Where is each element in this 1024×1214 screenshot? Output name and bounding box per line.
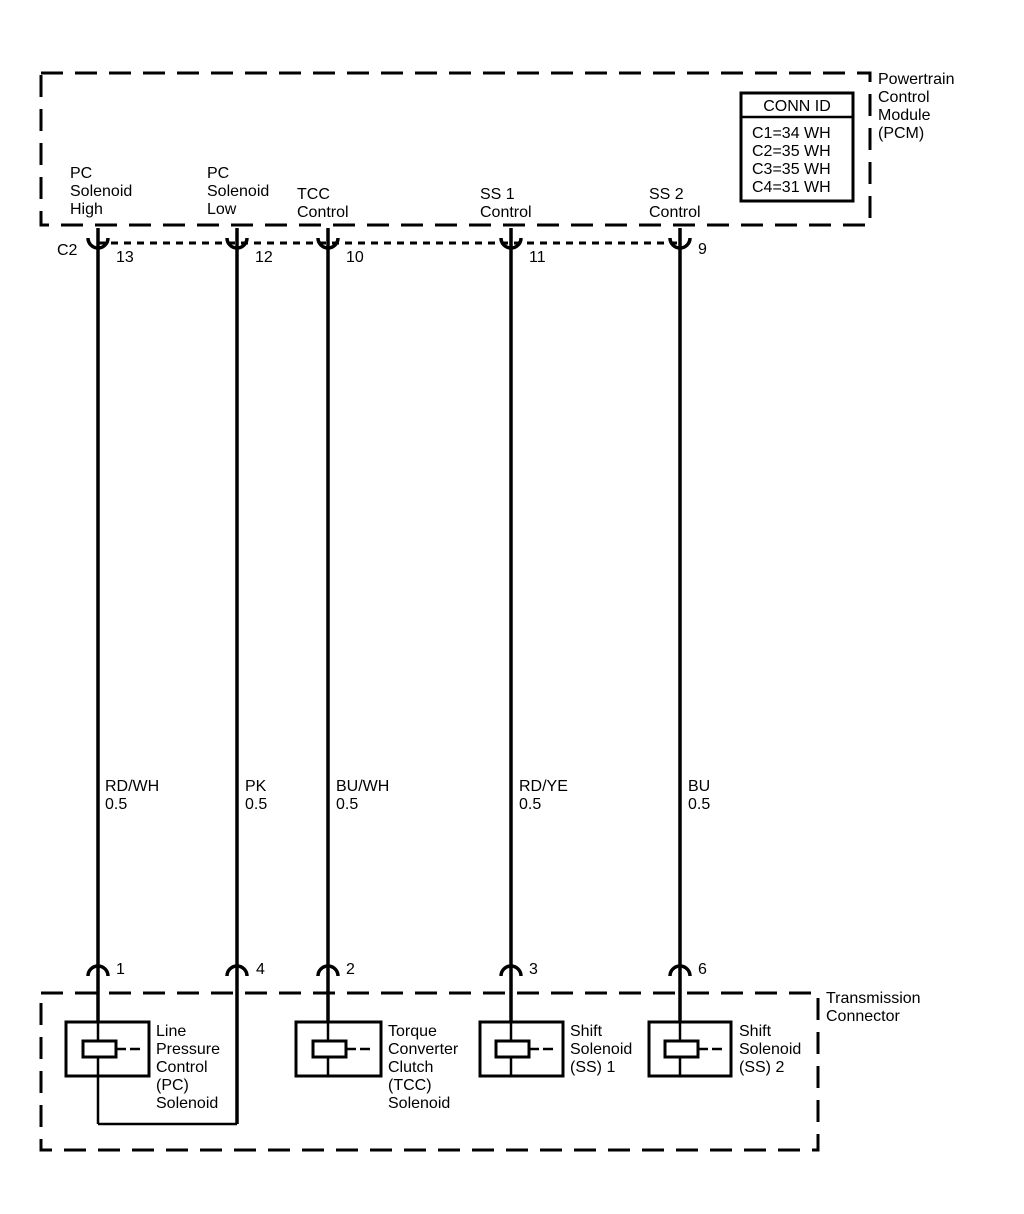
pcm-title-line-2: Control [878, 89, 930, 106]
pcm-label-tcc-control: TCC Control [297, 186, 349, 221]
conn-id-row-2: C2=35 WH [752, 143, 831, 160]
pcm-label-ss2-control: SS 2 Control [649, 186, 701, 221]
conn-id-header: CONN ID [763, 98, 831, 115]
pcm-boundary [39, 71, 872, 227]
solenoid-pc: Line Pressure Control (PC) Solenoid [64, 1020, 237, 1126]
solenoid-tcc: Torque Converter Clutch (TCC) Solenoid [294, 1020, 463, 1112]
solenoid-ss1: Shift Solenoid (SS) 1 [478, 1020, 637, 1078]
pcm-terminal-13-icon [86, 237, 110, 250]
solenoid-ss1-label: Shift Solenoid (SS) 1 [570, 1023, 637, 1076]
solenoid-ss2: Shift Solenoid (SS) 2 [647, 1020, 806, 1078]
pcm-title-line-4: (PCM) [878, 125, 924, 142]
pcm-pin-13: 13 [116, 249, 134, 266]
solenoid-pc-label: Line Pressure Control (PC) Solenoid [156, 1023, 224, 1112]
trans-pin-3: 3 [529, 961, 538, 978]
conn-id-row-4: C4=31 WH [752, 179, 831, 196]
trans-terminal-4-icon [225, 964, 249, 977]
pcm-terminal-12-icon [225, 237, 249, 250]
trans-terminal-3-icon [499, 964, 523, 977]
conn-id-row-1: C1=34 WH [752, 125, 831, 142]
trans-terminal-1-icon [86, 964, 110, 977]
pcm-terminal-10-icon [316, 237, 340, 250]
conn-id-row-3: C3=35 WH [752, 161, 831, 178]
pcm-pin-12: 12 [255, 249, 273, 266]
trans-terminal-2-icon [316, 964, 340, 977]
pcm-title: Powertrain Control Module (PCM) [878, 71, 959, 142]
wire-label-4: RD/YE 0.5 [519, 778, 572, 813]
trans-pin-4: 4 [256, 961, 265, 978]
pcm-terminal-11-icon [499, 237, 523, 250]
wire-label-1: RD/WH 0.5 [105, 778, 164, 813]
pcm-terminals [86, 237, 692, 250]
pcm-title-line-1: Powertrain [878, 71, 954, 88]
pcm-label-pc-solenoid-high: PC Solenoid High [70, 165, 137, 218]
solenoid-ss1-coil-icon [494, 1039, 531, 1059]
trans-terminal-6-icon [668, 964, 692, 977]
pcm-pin-9: 9 [698, 241, 707, 258]
solenoid-ss2-label: Shift Solenoid (SS) 2 [739, 1023, 806, 1076]
solenoid-tcc-label: Torque Converter Clutch (TCC) Solenoid [388, 1023, 463, 1112]
pcm-pin-11: 11 [529, 249, 546, 266]
trans-pin-2: 2 [346, 961, 355, 978]
wire-label-3: BU/WH 0.5 [336, 778, 394, 813]
conn-id-frame [739, 91, 855, 203]
trans-pin-6: 6 [698, 961, 707, 978]
pcm-pin-10: 10 [346, 249, 364, 266]
wires [96, 228, 682, 978]
pcm-label-ss1-control: SS 1 Control [480, 186, 532, 221]
transmission-terminals [86, 964, 692, 977]
pcm-title-line-3: Module [878, 107, 931, 124]
transmission-boundary [39, 991, 820, 1152]
trans-wire-stubs [96, 978, 682, 1124]
pcm-terminal-9-icon [668, 237, 692, 250]
solenoid-tcc-coil-icon [311, 1039, 348, 1059]
wire-label-2: PK 0.5 [245, 778, 271, 813]
trans-pin-1: 1 [116, 961, 125, 978]
pcm-label-pc-solenoid-low: PC Solenoid Low [207, 165, 274, 218]
conn-id-table: CONN ID C1=34 WH C2=35 WH C3=35 WH C4=31… [739, 91, 855, 203]
solenoid-pc-coil-icon [81, 1039, 118, 1059]
transmission-title: Transmission Connector [826, 990, 925, 1025]
solenoid-ss2-coil-icon [663, 1039, 700, 1059]
connector-c2-label: C2 [57, 242, 78, 259]
wire-label-5: BU 0.5 [688, 778, 715, 813]
